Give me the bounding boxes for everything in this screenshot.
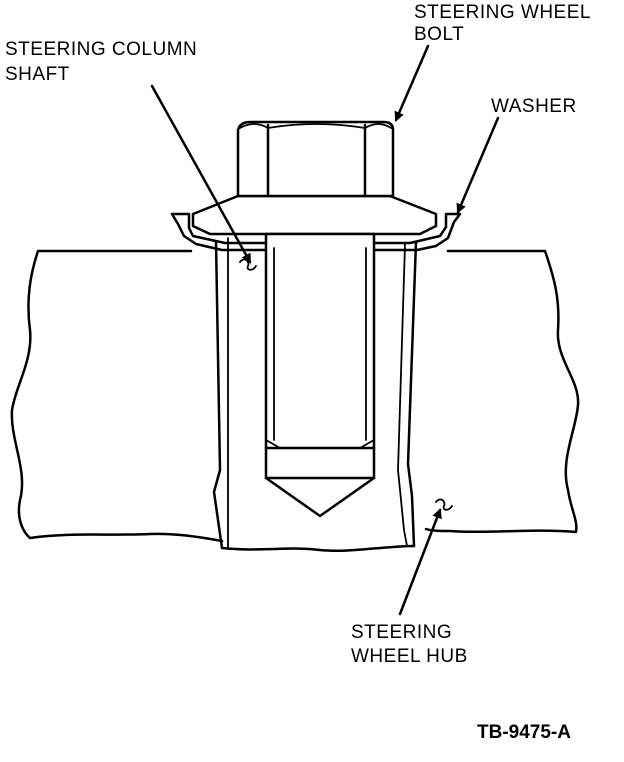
hub-center-bottom [220, 544, 416, 552]
bolt-thread-chamfer-left [265, 439, 281, 449]
label-washer: WASHER [491, 96, 577, 117]
label-shaft: STEERING COLUMN SHAFT [5, 39, 203, 85]
label-bolt-line1: STEERING WHEEL [414, 2, 590, 23]
figure-code: TB-9475-A [477, 722, 571, 743]
bolt-thread-chamfer-right [359, 439, 375, 449]
bolt-shank [264, 232, 376, 518]
bolt-flange [191, 194, 438, 236]
hub-bore-right-wall [406, 240, 418, 548]
washer [170, 212, 462, 252]
column-shaft-right [397, 243, 408, 547]
label-shaft-line1: STEERING COLUMN [5, 39, 197, 60]
hub-leader-arrow [398, 508, 442, 616]
label-bolt: STEERING WHEEL BOLT [414, 2, 596, 45]
hub-right-section [424, 249, 580, 534]
label-hub-line1: STEERING [351, 622, 452, 643]
hub-bore-left-wall [212, 240, 224, 550]
bolt-hex-chamfer [239, 123, 392, 129]
hub-squiggle [435, 498, 453, 511]
label-bolt-line2: BOLT [414, 24, 464, 45]
shaft-squiggle [239, 258, 257, 271]
label-hub: STEERING WHEEL HUB [351, 622, 468, 667]
label-shaft-line2: SHAFT [5, 64, 70, 85]
shaft-leader-arrow [150, 84, 252, 264]
bolt-hex-head [236, 120, 395, 198]
label-hub-line2: WHEEL HUB [351, 646, 468, 667]
washer-leader-arrow [456, 116, 500, 214]
hub-left-section [10, 249, 224, 543]
bolt-leader-arrow [394, 44, 430, 122]
